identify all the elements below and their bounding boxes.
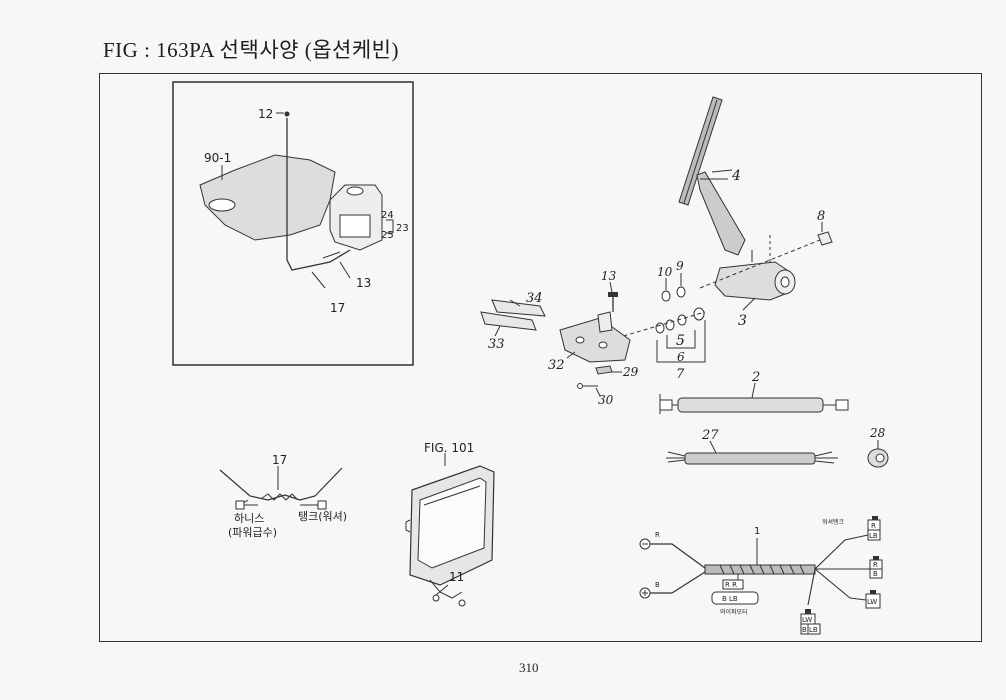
connector-bottom-lw: LW [802,616,812,624]
harness-right-caption: 탱크(워셔) [298,510,347,523]
terminal-r-label: R [655,531,660,539]
cabin-fig-ref: FIG. 101 [424,441,474,455]
wiper-label-5: 5 [676,333,685,349]
harness-left-caption: 하니스 [234,511,264,525]
wiper-label-6: 6 [677,350,685,364]
wiper-label-7: 7 [676,367,685,382]
wiper-label-34: 34 [526,291,543,306]
inset-label-25: 25 [381,230,394,241]
inset-label-23: 23 [396,223,409,234]
page-title: FIG : 163PA 선택사양 (옵션케빈) [103,38,399,62]
connector-top-r: R [871,522,876,530]
wiper-label-29: 29 [622,365,639,379]
wiring-label-1: 1 [754,526,760,537]
connector-mid-b: B [873,570,878,578]
wiper-label-28: 28 [869,426,886,440]
wiper-label-8: 8 [817,209,825,224]
wiper-label-4: 4 [731,168,741,184]
inset-label-90-1: 90-1 [204,151,231,165]
inset-label-12: 12 [258,107,273,121]
center-plug-label-2: B LB [722,595,738,603]
harness-left-caption-2: (파워급수) [228,526,277,539]
connector-bottom-b: B [802,626,807,634]
inset-label-24: 24 [381,210,394,221]
wiring-harness [639,516,883,635]
cabin-label-11: 11 [449,570,464,584]
wiper-label-30: 30 [598,393,614,407]
wiper-label-32: 32 [548,358,565,373]
inset-label-13: 13 [356,276,371,290]
wiper-label-13: 13 [601,269,617,283]
center-plug-caption: 와이퍼모터 [720,608,748,616]
washer-harness [219,466,343,510]
terminal-b-label: B [655,581,660,589]
wiper-label-2: 2 [751,370,760,385]
wiper-label-9: 9 [676,259,684,273]
wiper-label-33: 33 [488,337,505,352]
washer-tank-label: 워셔탱크 [822,518,845,526]
wiper-label-3: 3 [738,313,747,329]
wiper-assembly [480,96,889,468]
inset-panel [172,81,414,366]
center-plug-label: R R [725,581,737,589]
wiper-label-10: 10 [657,265,673,279]
page-number: 310 [519,660,539,675]
connector-low-lw: LW [867,598,877,606]
cabin-frame [405,453,495,607]
connector-top-lb: LB [869,532,878,540]
inset-label-17: 17 [330,301,345,315]
connector-mid-r: R [873,561,878,569]
connector-bottom-lb: LB [809,626,818,634]
harness-label-17: 17 [272,453,287,467]
figure-frame [99,73,982,642]
wiper-label-27: 27 [701,428,719,443]
